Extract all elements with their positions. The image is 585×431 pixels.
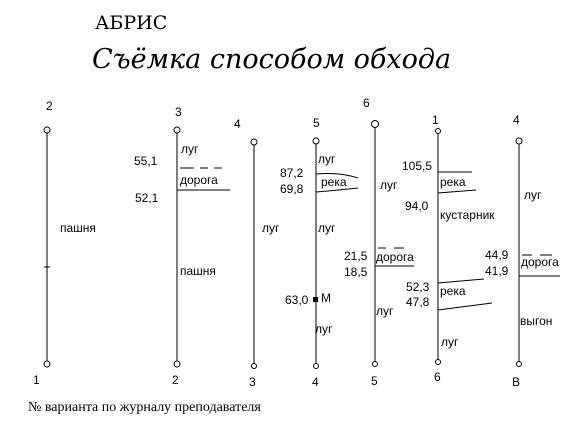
distance-label: 18,5	[344, 265, 368, 279]
distance-label: 94,0	[405, 199, 429, 213]
land-label: река	[321, 175, 347, 189]
land-label: луг	[380, 178, 398, 192]
point-label-top: 1	[432, 113, 439, 127]
distance-label: 44,9	[485, 248, 509, 262]
land-label: дорога	[180, 173, 218, 187]
land-label: река	[440, 284, 466, 298]
survey-line-6: 1 6 105,5 река 94,0 кустарник 52,3 река …	[402, 113, 495, 384]
point-label-top: 6	[363, 96, 370, 110]
land-label: река	[440, 175, 466, 189]
point-label-bottom: 5	[371, 374, 378, 388]
land-label: луг	[318, 152, 336, 166]
distance-label: 63,0	[285, 293, 309, 307]
distance-label: 41,9	[485, 264, 509, 278]
land-label: луг	[376, 304, 394, 318]
landmark-label: М	[321, 291, 331, 305]
point-label-bottom: 3	[249, 375, 256, 389]
survey-line-4: 5 4 луг 87,2 69,8 река луг 63,0 М луг	[280, 116, 359, 389]
survey-line-1: 2 1 пашня	[33, 99, 96, 387]
land-label: луг	[441, 335, 459, 349]
land-label: пашня	[180, 264, 216, 278]
distance-label: 105,5	[402, 159, 432, 173]
distance-label: 87,2	[280, 166, 304, 180]
point-label-top: 3	[175, 105, 182, 119]
survey-line-2: 3 2 луг 55,1 дорога 52,1 пашня	[134, 105, 230, 387]
point-label-bottom: 6	[434, 370, 441, 384]
land-label: дорога	[376, 250, 414, 264]
land-label: луг	[262, 221, 280, 235]
point-label-bottom: 2	[172, 373, 179, 387]
land-label: пашня	[60, 221, 96, 235]
point-label-top: 5	[313, 116, 320, 130]
point-label-top: 4	[234, 117, 241, 131]
land-label: луг	[524, 188, 542, 202]
point-label-bottom: 4	[312, 375, 319, 389]
land-label: кустарник	[440, 208, 495, 222]
distance-label: 52,1	[135, 191, 159, 205]
footer-note: № варианта по журналу преподавателя	[28, 400, 261, 415]
point-label-bottom: В	[512, 375, 520, 389]
survey-line-7: 4 В луг 44,9 41,9 дорога выгон	[485, 113, 560, 389]
page-title: АБРИС	[95, 12, 168, 34]
land-label: луг	[318, 221, 336, 235]
distance-label: 69,8	[280, 182, 304, 196]
point-label-top: 4	[513, 113, 520, 127]
distance-label: 55,1	[134, 154, 158, 168]
distance-label: 21,5	[344, 249, 368, 263]
point-label-top: 2	[46, 99, 53, 113]
survey-line-3: 4 3 луг	[234, 117, 280, 389]
survey-line-5: 6 5 луг 21,5 18,5 дорога луг	[344, 96, 414, 388]
distance-label: 52,3	[406, 280, 430, 294]
land-label: луг	[315, 322, 333, 336]
land-label: выгон	[520, 314, 552, 328]
land-label: дорога	[521, 255, 559, 269]
page-subtitle: Съёмка способом обхода	[92, 44, 452, 75]
distance-label: 47,8	[406, 295, 430, 309]
point-label-bottom: 1	[33, 373, 40, 387]
land-label: луг	[181, 142, 199, 156]
